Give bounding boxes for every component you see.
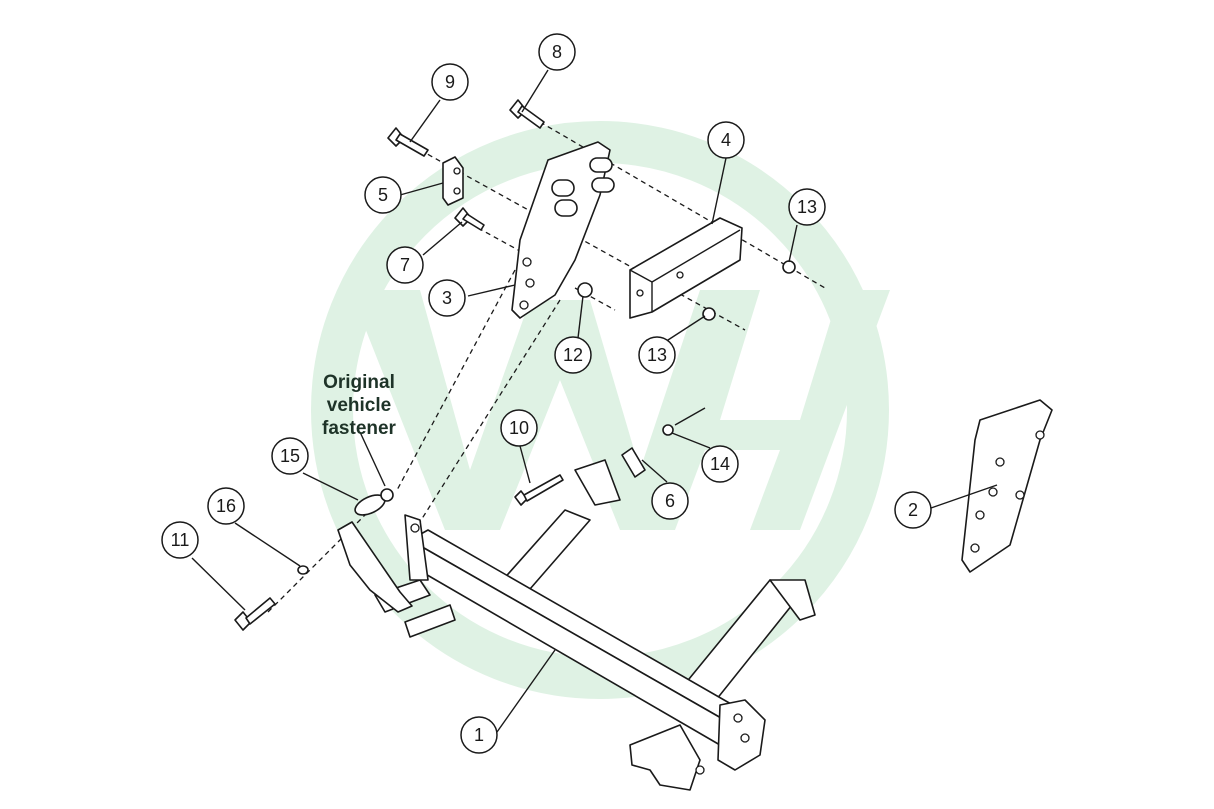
part-15-bracket [337, 521, 413, 613]
part-14-nut [662, 424, 674, 436]
callout-10: 10 [500, 409, 538, 447]
original-fastener-note: Original vehicle fastener [322, 372, 397, 439]
callout-13-a-label: 13 [797, 197, 817, 217]
part-16-lockwasher [297, 565, 309, 575]
callout-7-label: 7 [400, 255, 410, 275]
note-line-3: fastener [322, 418, 397, 439]
callout-16-label: 16 [216, 496, 236, 516]
callout-8-label: 8 [552, 42, 562, 62]
note-line-2: vehicle [327, 395, 391, 416]
callout-5: 5 [364, 176, 402, 214]
callout-4: 4 [707, 121, 745, 159]
callout-15: 15 [271, 437, 309, 475]
callout-1-label: 1 [474, 725, 484, 745]
callout-13-b: 13 [638, 336, 676, 374]
callout-8: 8 [538, 33, 576, 71]
callout-13-a: 13 [788, 188, 826, 226]
callout-12: 12 [554, 336, 592, 374]
callout-15-label: 15 [280, 446, 300, 466]
part-4-channel [629, 217, 743, 319]
part-2-side-plate [961, 399, 1053, 573]
part-7-bolt [454, 207, 485, 231]
callout-14: 14 [701, 445, 739, 483]
callout-2: 2 [894, 491, 932, 529]
callout-7: 7 [386, 246, 424, 284]
wh-logo-watermark [311, 121, 890, 699]
part-8-bolt [509, 99, 545, 129]
callout-16: 16 [207, 487, 245, 525]
part-1-receiver-frame [374, 459, 816, 791]
callout-14-label: 14 [710, 454, 730, 474]
part-13-nut-b [702, 307, 716, 321]
callout-9-label: 9 [445, 72, 455, 92]
part-3-mounting-plate [511, 141, 615, 319]
callout-1: 1 [460, 716, 498, 754]
part-12-nut [577, 282, 593, 298]
callout-13-b-label: 13 [647, 345, 667, 365]
callout-12-label: 12 [563, 345, 583, 365]
note-line-1: Original [323, 372, 395, 393]
part-11-bolt [234, 597, 276, 631]
part-6-sleeve [621, 407, 706, 478]
callout-9: 9 [431, 63, 469, 101]
callout-10-label: 10 [509, 418, 529, 438]
callout-6-label: 6 [665, 491, 675, 511]
callout-11: 11 [161, 521, 199, 559]
original-fastener-nut [380, 488, 394, 502]
part-9-bolt [387, 127, 429, 157]
part-5-spacer-block [442, 156, 464, 206]
callout-11-label: 11 [171, 530, 190, 550]
callout-2-label: 2 [908, 500, 918, 520]
callout-3-label: 3 [442, 288, 452, 308]
callout-5-label: 5 [378, 185, 388, 205]
callout-3: 3 [428, 279, 466, 317]
leader-lines [191, 69, 998, 733]
callout-6: 6 [651, 482, 689, 520]
part-13-nut-a [782, 260, 796, 274]
callout-4-label: 4 [721, 130, 731, 150]
part-10-bolt [514, 474, 564, 506]
